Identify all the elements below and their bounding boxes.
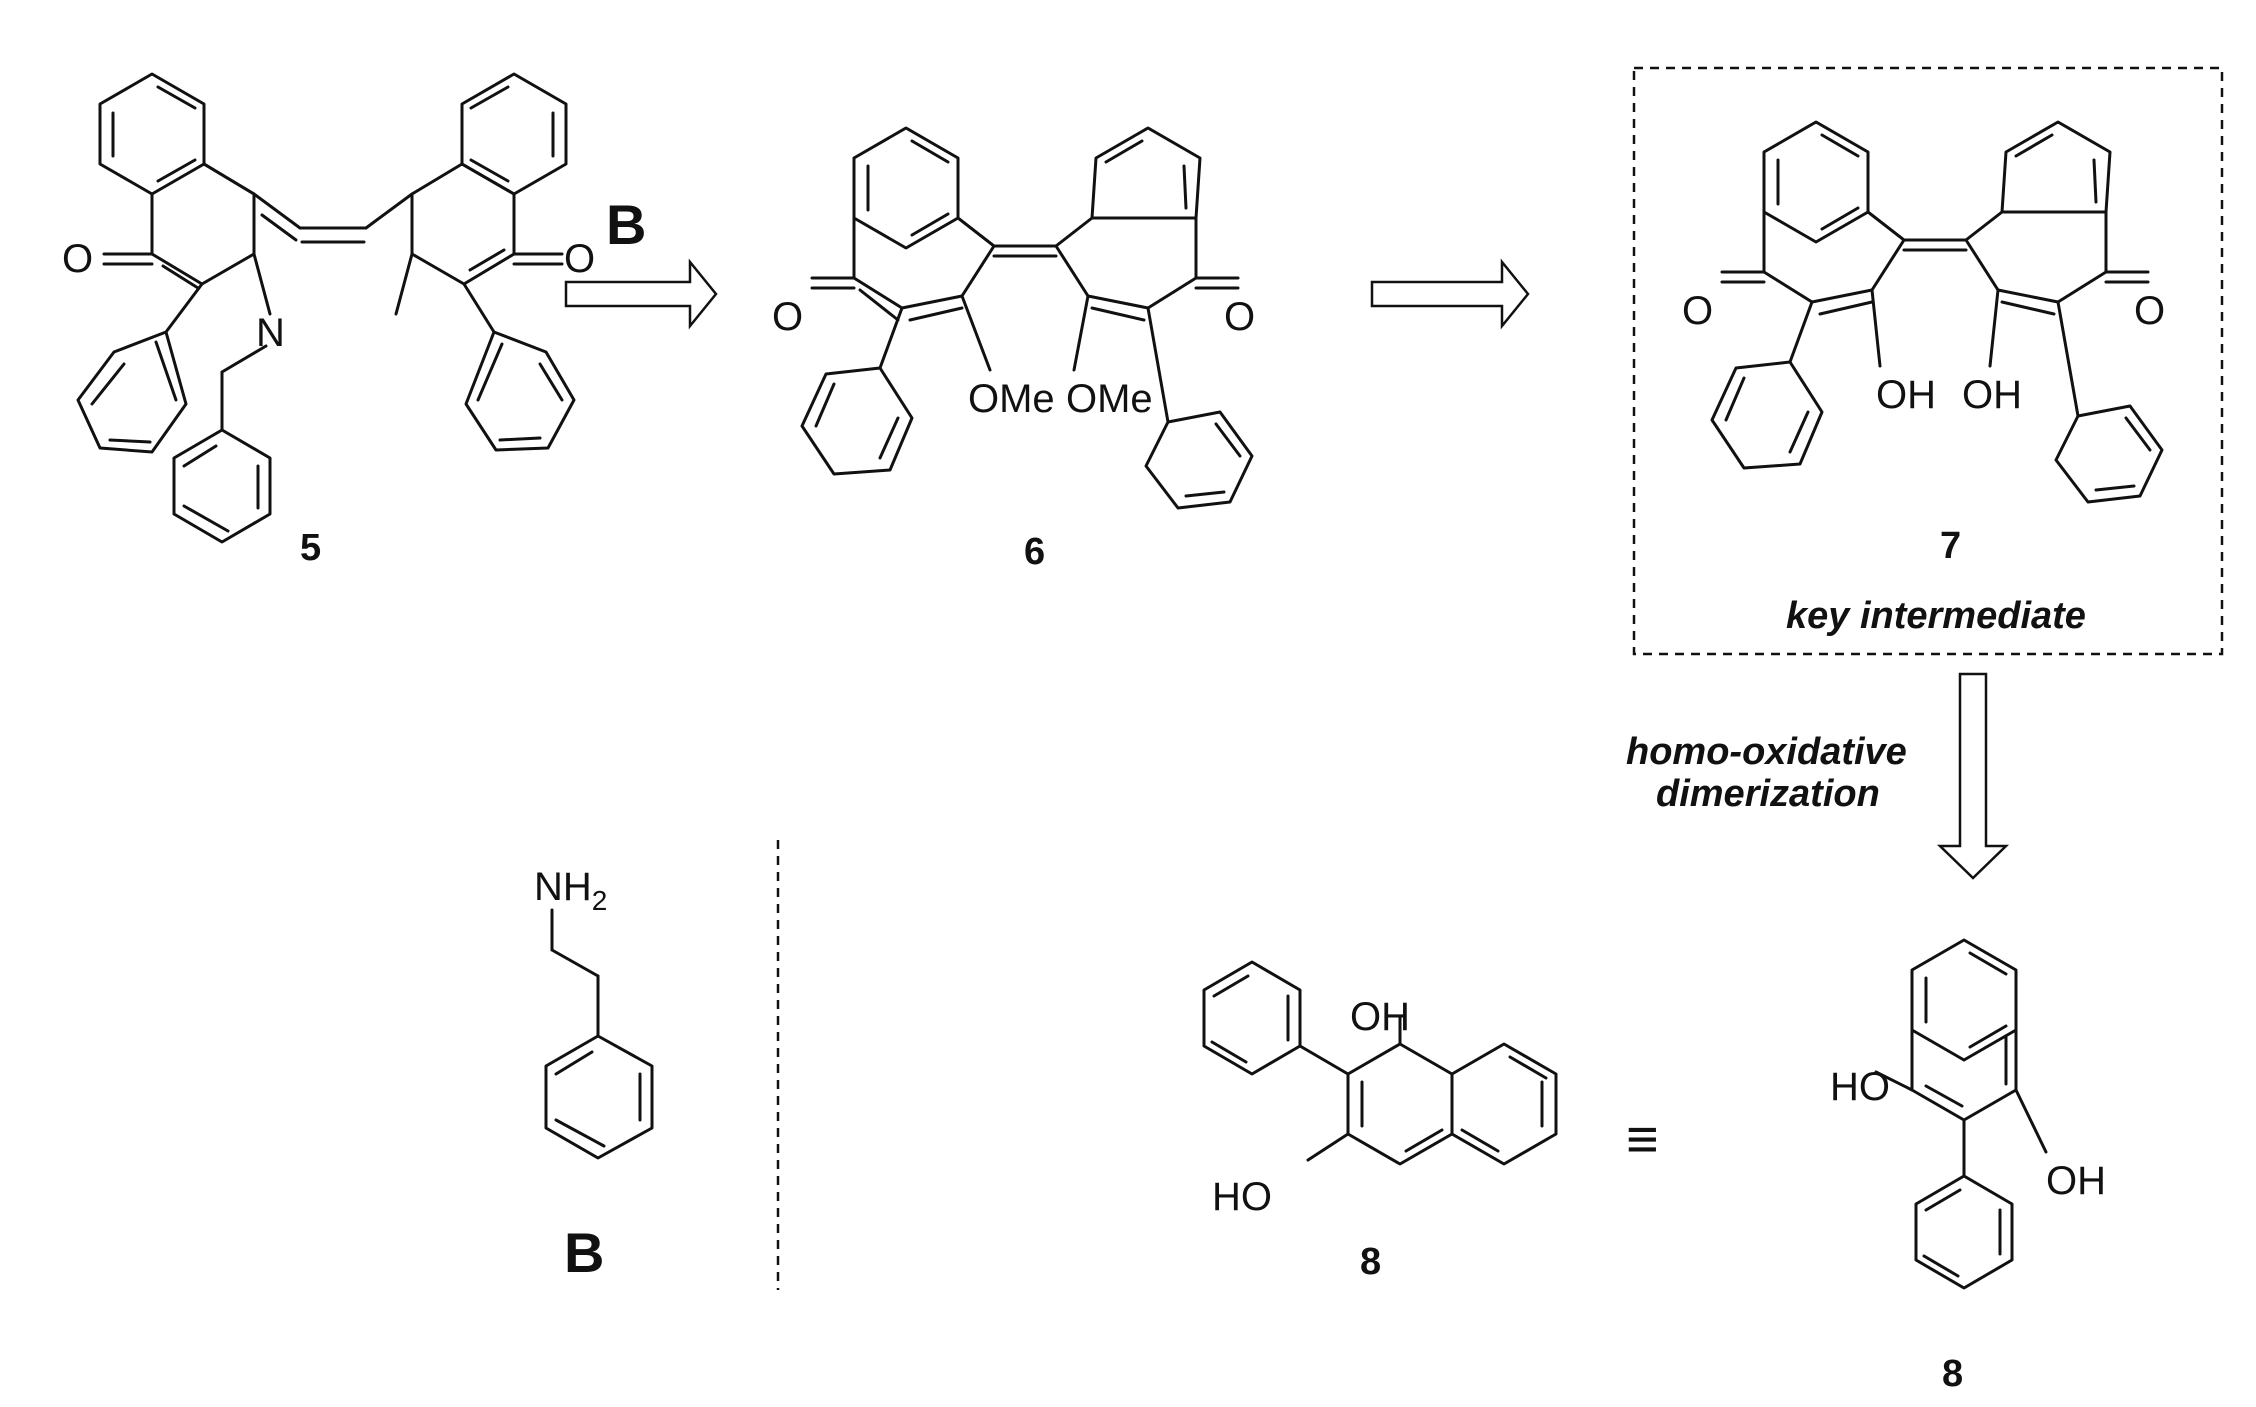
c6-oxygen-left: O xyxy=(772,295,803,339)
reagent-b-amine: NH2 xyxy=(534,865,607,916)
amine-subscript: 2 xyxy=(592,885,608,916)
compound-8b-structure xyxy=(1874,938,2048,1290)
key-intermediate-box xyxy=(1632,66,2224,656)
compound-5-structure: O N O xyxy=(62,72,595,544)
compound-6-structure: O O xyxy=(772,126,1255,510)
key-intermediate-note: key intermediate xyxy=(1786,595,2086,637)
equivalence-symbol: ≡ xyxy=(1626,1107,1659,1170)
compound-5-label: 5 xyxy=(300,527,321,569)
c5-oxygen-right: O xyxy=(564,237,595,281)
c6-oxygen-right: O xyxy=(1224,295,1255,339)
compound-8a-label: 8 xyxy=(1360,1241,1381,1283)
compound-8a-structure xyxy=(1202,960,1558,1166)
c6-methoxy-right: OMe xyxy=(1066,377,1153,421)
c8b-hydroxyl-left: HO xyxy=(1830,1065,1890,1109)
compound-7-structure: O O xyxy=(1682,120,2165,504)
c8a-hydroxyl-top: OH xyxy=(1350,995,1410,1039)
compound-7-label: 7 xyxy=(1940,525,1961,567)
arrow-step-3 xyxy=(1936,672,2010,880)
arrow-step-2 xyxy=(1370,258,1530,330)
reagent-b-structure xyxy=(544,908,654,1160)
arrow1-reagent-label: B xyxy=(606,193,646,256)
c7-oxygen-left: O xyxy=(1682,289,1713,333)
arrow3-condition-line1: homo-oxidative xyxy=(1626,731,1907,773)
compound-8b-label: 8 xyxy=(1942,1353,1963,1395)
c7-hydroxyl-right: OH xyxy=(1962,373,2022,417)
c8a-hydroxyl-left: HO xyxy=(1212,1175,1272,1219)
c7-oxygen-right: O xyxy=(2134,289,2165,333)
compound-6-label: 6 xyxy=(1024,531,1045,573)
c7-hydroxyl-left: OH xyxy=(1876,373,1936,417)
arrow-step-1 xyxy=(564,258,718,330)
amine-nh: NH xyxy=(534,865,592,909)
c6-methoxy-left: OMe xyxy=(968,377,1055,421)
arrow3-condition-line2: dimerization xyxy=(1656,773,1880,815)
c5-oxygen-left: O xyxy=(62,237,93,281)
c8b-hydroxyl-right: OH xyxy=(2046,1159,2106,1203)
reagent-b-label: B xyxy=(564,1221,604,1284)
